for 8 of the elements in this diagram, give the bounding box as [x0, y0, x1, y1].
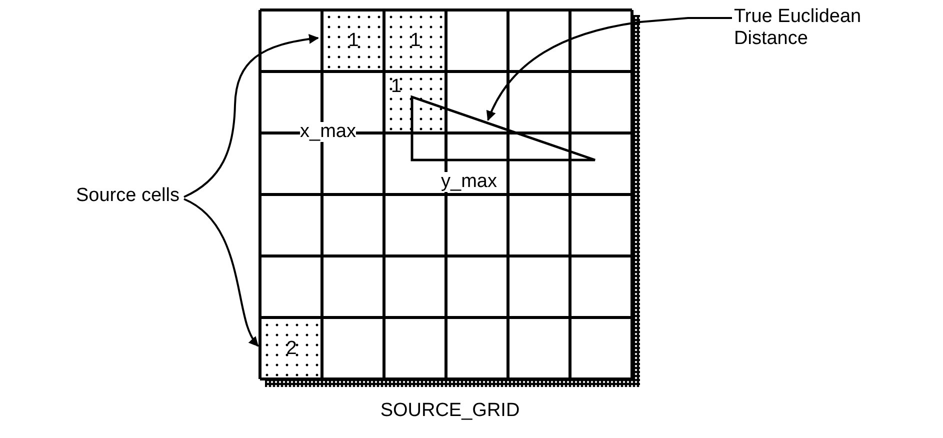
- leader-line: [184, 34, 319, 198]
- leader-line: [486, 17, 732, 121]
- axis-label: x_max: [300, 122, 356, 142]
- callout-text: Source cells: [76, 185, 180, 207]
- axis-label: y_max: [441, 172, 497, 192]
- grid-caption: SOURCE_GRID: [379, 400, 521, 422]
- leader-line: [184, 198, 259, 347]
- callout-text: True Euclidean Distance: [734, 6, 939, 50]
